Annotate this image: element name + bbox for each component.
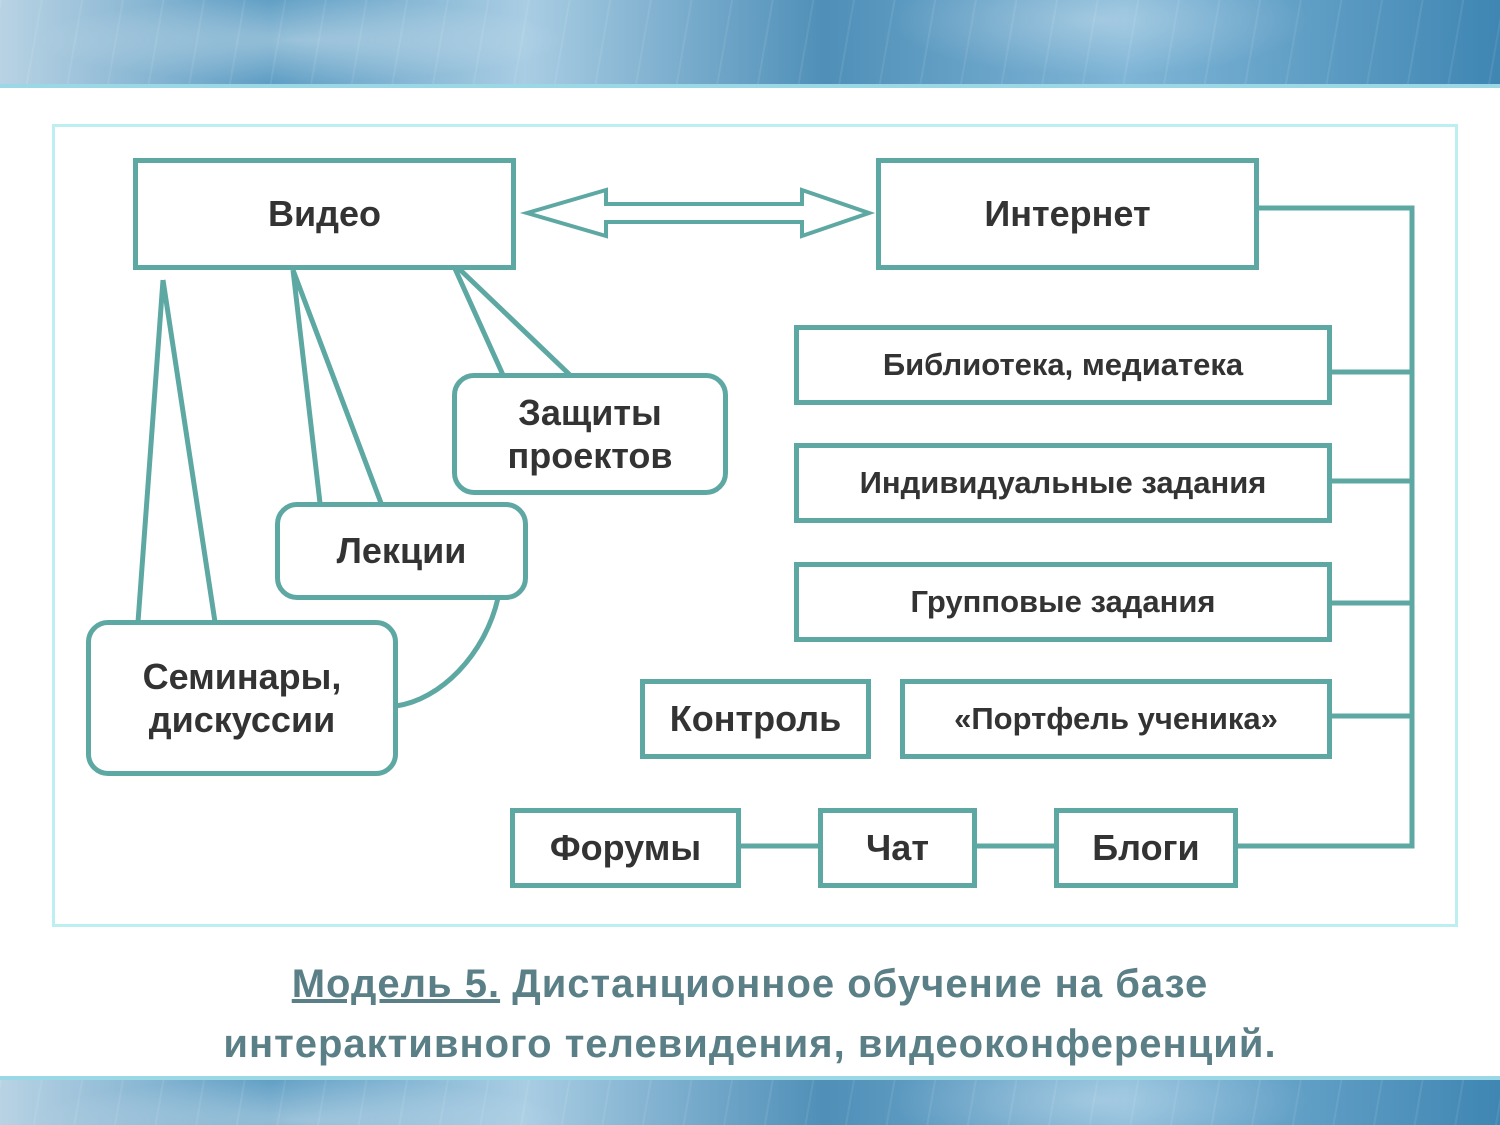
forums-label: Форумы (549, 827, 702, 869)
blogs-box: Блоги (1054, 808, 1238, 888)
internet-label: Интернет (984, 193, 1151, 235)
caption-line-1: Модель 5. Дистанционное обучение на базе (0, 962, 1500, 1007)
caption-text: Дистанционное обучение на базе (500, 962, 1209, 1006)
lectures-label: Лекции (336, 530, 467, 572)
bottom-band-divider (0, 1076, 1500, 1080)
video-box: Видео (133, 158, 516, 270)
control-label: Контроль (669, 698, 842, 740)
lectures-callout: Лекции (275, 502, 528, 600)
curve-lectures-seminars (395, 597, 501, 709)
seminars-callout: Семинары, дискуссии (86, 620, 398, 776)
individual-label: Индивидуальные задания (859, 465, 1267, 501)
callout-tail-seminars (135, 279, 218, 623)
library-box: Библиотека, медиатека (794, 325, 1332, 405)
portfolio-label: «Портфель ученика» (954, 701, 1278, 737)
seminars-label: Семинары, дискуссии (142, 655, 342, 740)
internet-box: Интернет (876, 158, 1259, 270)
top-band-divider (0, 84, 1500, 88)
callout-tail-lectures (290, 269, 384, 504)
forums-box: Форумы (510, 808, 741, 888)
group-box: Групповые задания (794, 562, 1332, 642)
diagram-frame (52, 124, 1458, 927)
defense-callout: Защиты проектов (452, 373, 728, 495)
chat-box: Чат (818, 808, 977, 888)
blogs-label: Блоги (1092, 827, 1200, 869)
double-arrow (519, 187, 876, 239)
video-label: Видео (268, 193, 381, 235)
defense-label: Защиты проектов (507, 391, 673, 476)
caption-line2-text: интерактивного телевидения, видеоконфере… (223, 1022, 1277, 1066)
portfolio-box: «Портфель ученика» (900, 679, 1332, 759)
individual-box: Индивидуальные задания (794, 443, 1332, 523)
group-label: Групповые задания (910, 584, 1216, 620)
top-decorative-band (0, 0, 1500, 84)
library-label: Библиотека, медиатека (882, 347, 1244, 383)
caption-line-2: интерактивного телевидения, видеоконфере… (0, 1022, 1500, 1067)
callout-tail-defense (449, 260, 572, 377)
chat-label: Чат (866, 827, 929, 869)
control-box: Контроль (640, 679, 871, 759)
bottom-decorative-band (0, 1080, 1500, 1125)
caption-lead: Модель 5. (291, 962, 501, 1006)
internet-trunk (1236, 205, 1415, 849)
